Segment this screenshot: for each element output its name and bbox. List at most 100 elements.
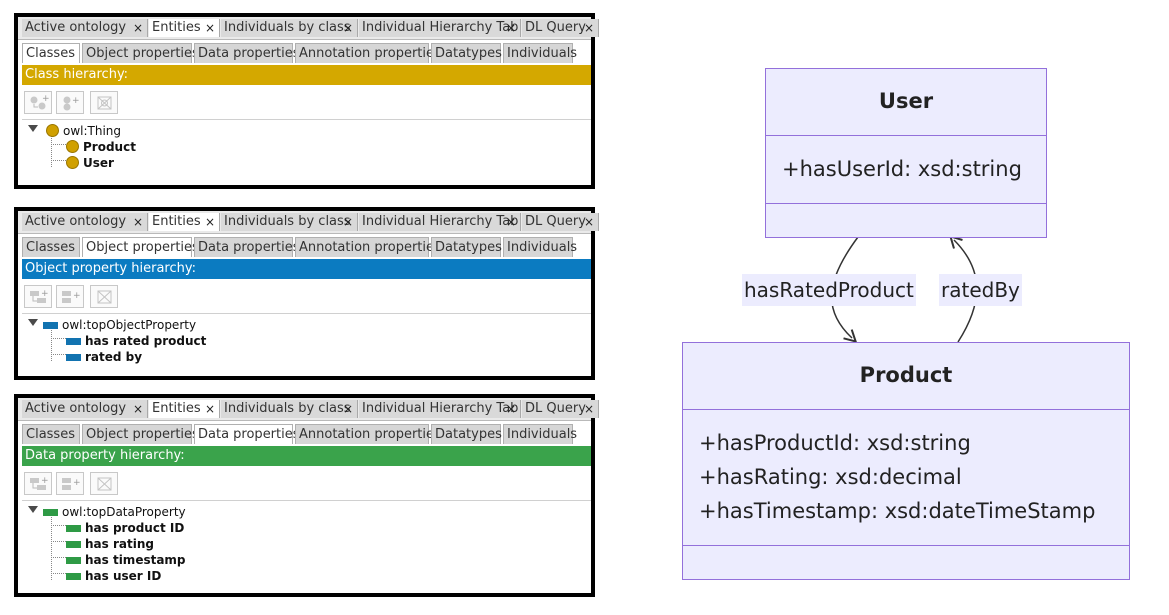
tree-node-label: rated by (85, 350, 143, 364)
close-icon[interactable]: × (132, 21, 143, 35)
tree-node-label: owl:Thing (63, 124, 122, 138)
close-icon[interactable]: × (204, 215, 215, 229)
subtab-individuals[interactable]: Individuals (503, 237, 577, 257)
close-icon[interactable]: × (342, 402, 353, 416)
class-icon (66, 140, 79, 153)
tab-active-ontology[interactable]: Active ontology× (22, 213, 148, 231)
delete-button[interactable] (90, 285, 118, 308)
tab-individuals-by-class[interactable]: Individuals by class× (221, 213, 358, 231)
expand-triangle-icon[interactable] (28, 319, 38, 326)
tab-individual-hierarchy[interactable]: Individual Hierarchy Tab× (359, 213, 521, 231)
class-box-user[interactable]: User +hasUserId: xsd:string (765, 68, 1047, 238)
svg-text:+: + (41, 476, 49, 486)
subtab-object-properties[interactable]: Object properties (82, 237, 199, 257)
close-icon[interactable]: × (342, 21, 353, 35)
close-icon[interactable]: × (583, 215, 594, 229)
add-subproperty-button[interactable]: + (24, 472, 52, 495)
tab-label: DL Query (525, 401, 586, 416)
tab-active-ontology[interactable]: Active ontology× (22, 400, 148, 418)
tree-node-has-timestamp[interactable]: has timestamp (66, 552, 186, 568)
tab-label: Individuals by class (224, 20, 351, 35)
tab-individual-hierarchy[interactable]: Individual Hierarchy Tab× (359, 19, 521, 37)
tree-node-root[interactable]: owl:topDataProperty (43, 504, 186, 520)
svg-text:+: + (73, 291, 81, 301)
hierarchy-header: Class hierarchy: (22, 65, 591, 85)
tab-entities[interactable]: Entities× (149, 213, 220, 231)
tree-node-root[interactable]: owl:Thing (46, 123, 121, 139)
add-sibling-button[interactable]: + (56, 472, 84, 495)
subtab-classes[interactable]: Classes (22, 237, 80, 257)
subtab-annotation-properties[interactable]: Annotation properties (295, 237, 441, 257)
tree-node-has-product-id[interactable]: has product ID (66, 520, 184, 536)
subtab-data-properties[interactable]: Data properties (194, 424, 300, 444)
add-sibling-button[interactable]: + (56, 285, 84, 308)
subtab-individuals[interactable]: Individuals (503, 43, 577, 63)
subtab-object-properties[interactable]: Object properties (82, 43, 199, 63)
close-icon[interactable]: × (204, 21, 215, 35)
tab-individual-hierarchy[interactable]: Individual Hierarchy Tab× (359, 400, 521, 418)
tree-node-label: User (83, 156, 114, 170)
subtab-data-properties[interactable]: Data properties (194, 43, 300, 63)
tab-entities[interactable]: Entities× (149, 400, 220, 418)
close-icon[interactable]: × (505, 215, 516, 229)
tree-node-has-rating[interactable]: has rating (66, 536, 154, 552)
tab-label: Individuals by class (224, 401, 351, 416)
object-property-hierarchy-panel: Active ontology× Entities× Individuals b… (14, 207, 599, 380)
tab-individuals-by-class[interactable]: Individuals by class× (221, 19, 358, 37)
tree-node-has-rated-product[interactable]: has rated product (66, 333, 206, 349)
tree-node-user[interactable]: User (66, 155, 114, 171)
tab-label: Entities (152, 214, 201, 229)
tab-active-ontology[interactable]: Active ontology× (22, 19, 148, 37)
tree-node-label: has timestamp (85, 553, 186, 567)
tab-individuals-by-class[interactable]: Individuals by class× (221, 400, 358, 418)
close-icon[interactable]: × (505, 21, 516, 35)
subtab-datatypes[interactable]: Datatypes (431, 424, 502, 444)
svg-text:+: + (42, 95, 49, 104)
add-sibling-button[interactable]: + (56, 91, 84, 114)
close-icon[interactable]: × (132, 402, 143, 416)
relation-label-rated-by: ratedBy (939, 274, 1022, 306)
expand-triangle-icon[interactable] (28, 125, 38, 132)
add-subclass-button[interactable]: + (24, 91, 52, 114)
tab-entities[interactable]: Entities× (149, 19, 220, 37)
tree-node-label: has rating (85, 537, 154, 551)
add-subproperty-button[interactable]: + (24, 285, 52, 308)
tab-dl-query[interactable]: DL Query× (522, 400, 599, 418)
tab-dl-query[interactable]: DL Query× (522, 19, 599, 37)
tree-node-product[interactable]: Product (66, 139, 136, 155)
subtab-annotation-properties[interactable]: Annotation properties (295, 43, 441, 63)
tree-node-has-user-id[interactable]: has user ID (66, 568, 161, 584)
tree-node-root[interactable]: owl:topObjectProperty (43, 317, 196, 333)
subtab-datatypes[interactable]: Datatypes (431, 237, 502, 257)
svg-text:+: + (41, 289, 49, 299)
entity-tab-bar: Classes Object properties Data propertie… (22, 43, 591, 63)
subtab-classes[interactable]: Classes (22, 43, 80, 63)
subtab-individuals[interactable]: Individuals (503, 424, 577, 444)
close-icon[interactable]: × (132, 215, 143, 229)
close-icon[interactable]: × (583, 402, 594, 416)
delete-button[interactable] (90, 472, 118, 495)
tree-node-rated-by[interactable]: rated by (66, 349, 142, 365)
add-subclass-icon: + (30, 95, 49, 110)
class-attribute: +hasUserId: xsd:string (782, 157, 1022, 181)
expand-triangle-icon[interactable] (28, 506, 38, 513)
data-property-icon (66, 541, 81, 548)
svg-text:+: + (72, 96, 80, 106)
subtab-annotation-properties[interactable]: Annotation properties (295, 424, 441, 444)
subtab-datatypes[interactable]: Datatypes (431, 43, 502, 63)
tab-dl-query[interactable]: DL Query× (522, 213, 599, 231)
hierarchy-toolbar: + + (22, 87, 591, 117)
class-attribute: +hasProductId: xsd:string (699, 431, 971, 455)
close-icon[interactable]: × (342, 215, 353, 229)
close-icon[interactable]: × (583, 21, 594, 35)
subtab-data-properties[interactable]: Data properties (194, 237, 300, 257)
add-sibling-icon: + (62, 291, 81, 303)
class-box-product[interactable]: Product +hasProductId: xsd:string +hasRa… (682, 342, 1130, 580)
subtab-object-properties[interactable]: Object properties (82, 424, 199, 444)
close-icon[interactable]: × (204, 402, 215, 416)
close-icon[interactable]: × (505, 402, 516, 416)
delete-button[interactable] (90, 91, 118, 114)
subtab-classes[interactable]: Classes (22, 424, 80, 444)
delete-icon (97, 96, 112, 110)
main-tab-bar: Active ontology× Entities× Individuals b… (18, 17, 599, 40)
